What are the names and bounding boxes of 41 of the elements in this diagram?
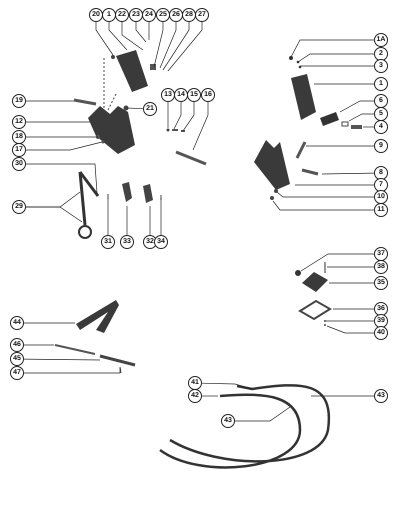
leader-line: [326, 266, 374, 268]
leader-line: [26, 164, 98, 194]
leader-line: [328, 282, 374, 284]
leader-line: [234, 406, 290, 422]
leader-line: [300, 254, 374, 272]
leader-line: [322, 172, 374, 174]
leader-line: [126, 206, 128, 236]
leader-line: [154, 22, 164, 68]
leader-line: [160, 22, 176, 68]
leader-line: [290, 40, 374, 58]
leader-line: [174, 102, 182, 130]
leader-line: [332, 308, 374, 310]
leader-line: [26, 206, 82, 222]
leader-line: [272, 200, 374, 210]
leader-line: [24, 358, 100, 360]
leader-line: [168, 22, 202, 72]
leader-line: [362, 126, 374, 128]
leader-line: [326, 326, 374, 334]
leader-line: [148, 22, 150, 40]
leader-line: [26, 100, 74, 102]
leader-line: [122, 22, 144, 50]
leader-line: [182, 102, 194, 132]
leader-line: [126, 108, 144, 110]
leader-line: [24, 322, 76, 324]
leader-line: [26, 142, 102, 150]
leader-line: [24, 368, 120, 374]
leader-line: [192, 102, 208, 150]
leader-line: [202, 382, 252, 390]
leader-line: [276, 192, 374, 198]
leader-line: [340, 100, 374, 112]
leader-line: [348, 114, 374, 122]
leader-line: [108, 22, 128, 50]
leader-line: [294, 184, 374, 186]
leader-line: [160, 198, 162, 236]
leader-line: [26, 136, 98, 138]
leader-line: [326, 320, 374, 322]
leader-line: [136, 22, 146, 42]
leader-line: [298, 54, 374, 62]
leader-line: [24, 344, 54, 346]
leader-line: [96, 22, 114, 56]
leader-line: [162, 22, 190, 70]
